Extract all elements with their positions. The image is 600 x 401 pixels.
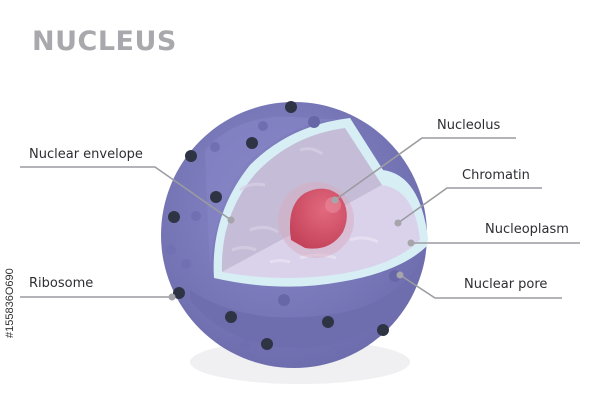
leader-nuclear-pore bbox=[399, 274, 562, 299]
leader-lines bbox=[20, 137, 580, 299]
leader-chromatin bbox=[397, 187, 542, 224]
leader-nuclear-envelope bbox=[20, 166, 232, 221]
label-nucleoplasm: Nucleoplasm bbox=[485, 222, 569, 237]
label-nucleolus: Nucleolus bbox=[437, 118, 501, 133]
diagram-title: NUCLEUS bbox=[32, 26, 177, 57]
label-nuclear-pore: Nuclear pore bbox=[464, 277, 548, 292]
label-nuclear-envelope: Nuclear envelope bbox=[29, 147, 143, 162]
nucleolus bbox=[278, 182, 354, 258]
label-chromatin: Chromatin bbox=[462, 168, 530, 183]
label-ribosome: Ribosome bbox=[29, 276, 94, 291]
leader-nucleolus bbox=[334, 137, 516, 201]
nuclear-pores bbox=[166, 116, 401, 350]
leader-dots bbox=[168, 196, 415, 301]
ribosomes bbox=[168, 101, 389, 350]
